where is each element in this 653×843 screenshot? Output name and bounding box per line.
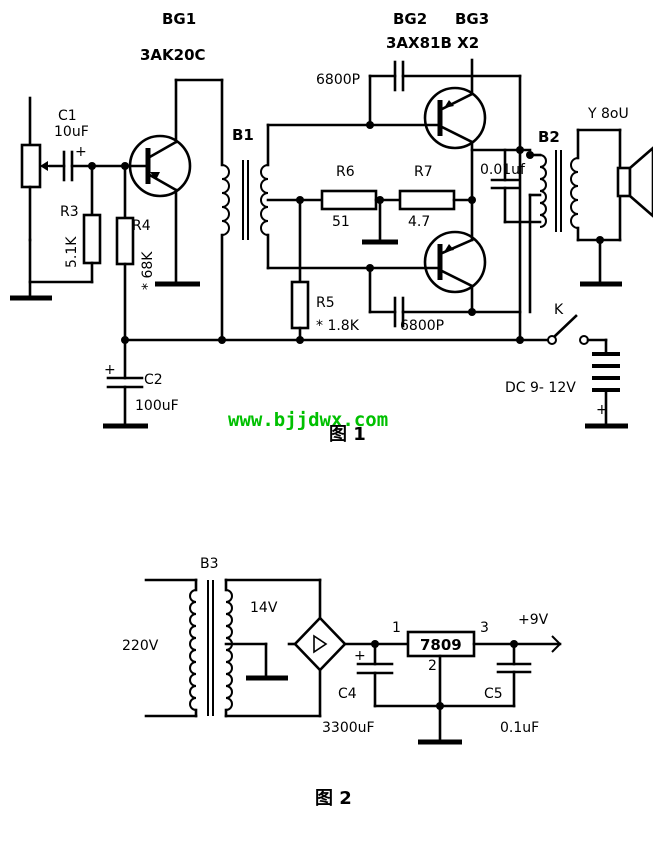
c5-value: 0.1uF: [500, 720, 539, 736]
transistor-bg1: BG1 3AK20C: [123, 10, 224, 287]
r6-label: R6: [336, 164, 355, 180]
c1-plus: +: [75, 144, 87, 160]
k-label: K: [554, 302, 564, 318]
switch-k: K: [547, 302, 608, 345]
capacitor-0-01uf: 0.01uf: [480, 148, 542, 342]
c2-label: C2: [144, 372, 163, 388]
figure-1-schematic: C1 10uF + R3 5.1K R4 * 68K: [10, 10, 653, 445]
speaker-label: Y 8oU: [587, 106, 629, 122]
c2-plus: +: [104, 362, 116, 378]
r5-label: R5: [316, 295, 335, 311]
r3-value: 5.1K: [64, 236, 80, 268]
r4-label: R4: [132, 218, 151, 234]
battery-label: DC 9- 12V: [505, 380, 576, 396]
transformer-b2: B2: [526, 128, 622, 287]
c4-value: 3300uF: [322, 720, 375, 736]
potentiometer: [10, 96, 52, 301]
speaker: Y 8oU: [587, 106, 653, 218]
c-top-value: 6800P: [316, 72, 360, 88]
capacitor-c4: + C4 3300uF: [322, 640, 516, 736]
capacitor-c1: C1 10uF +: [48, 108, 127, 182]
pin-3-label: 3: [480, 620, 489, 636]
r3-label: R3: [60, 204, 79, 220]
watermark: www.bjjdwx.com: [228, 409, 388, 431]
figure-1-caption: 图 1: [329, 424, 366, 445]
c1-value: 10uF: [54, 124, 89, 140]
b1-label: B1: [232, 126, 254, 144]
pin-2-label: 2: [428, 658, 437, 674]
r7-value: 4.7: [408, 214, 430, 230]
resistor-r3: R3 5.1K: [28, 162, 102, 284]
c5-label: C5: [484, 686, 503, 702]
pin-1-label: 1: [392, 620, 401, 636]
capacitor-c2: + C2 100uF: [103, 338, 179, 429]
transformer-b1: B1: [220, 123, 442, 342]
c-b2-value: 0.01uf: [480, 162, 526, 178]
supply-rail: [121, 336, 550, 344]
b2-label: B2: [538, 128, 560, 146]
transistor-bg2: BG2 BG3 3AX81B X2 6800P: [316, 10, 532, 242]
resistor-r4: R4 * 68K: [115, 162, 156, 342]
regulator-7809: 7809 1 2 3: [392, 620, 562, 745]
c4-label: C4: [338, 686, 357, 702]
figure-2-caption: 图 2: [315, 788, 352, 809]
b3-label: B3: [200, 556, 219, 572]
transistor-bg3: 6800P: [366, 230, 522, 334]
r6-value: 51: [332, 214, 350, 230]
bg2-label: BG2: [393, 10, 427, 28]
secondary-voltage: 14V: [250, 600, 278, 616]
output-terminal: +9V: [518, 612, 562, 653]
c-bottom-value: 6800P: [400, 318, 444, 334]
c4-plus: +: [354, 648, 366, 664]
bg23-model: 3AX81B X2: [386, 34, 479, 52]
c2-value: 100uF: [135, 398, 179, 414]
bg1-label: BG1: [162, 10, 196, 28]
r7-label: R7: [414, 164, 433, 180]
battery: DC 9- 12V +: [505, 338, 628, 429]
c1-label: C1: [58, 108, 77, 124]
bg3-label: BG3: [455, 10, 489, 28]
regulator-label: 7809: [420, 636, 462, 654]
figure-2-schematic: B3 220V 14V + C4 3300uF: [122, 556, 562, 809]
output-voltage: +9V: [518, 612, 549, 628]
resistor-r6-r7: R6 51 R7 4.7: [298, 164, 474, 245]
r4-value: * 68K: [140, 251, 156, 290]
input-voltage: 220V: [122, 638, 159, 654]
transformer-b3: B3 220V 14V: [122, 556, 322, 718]
capacitor-c5: C5 0.1uF: [484, 640, 539, 736]
bg1-model: 3AK20C: [140, 46, 206, 64]
r5-value: * 1.8K: [316, 318, 360, 334]
battery-plus: +: [596, 402, 608, 418]
resistor-r5: R5 * 1.8K: [290, 196, 360, 344]
